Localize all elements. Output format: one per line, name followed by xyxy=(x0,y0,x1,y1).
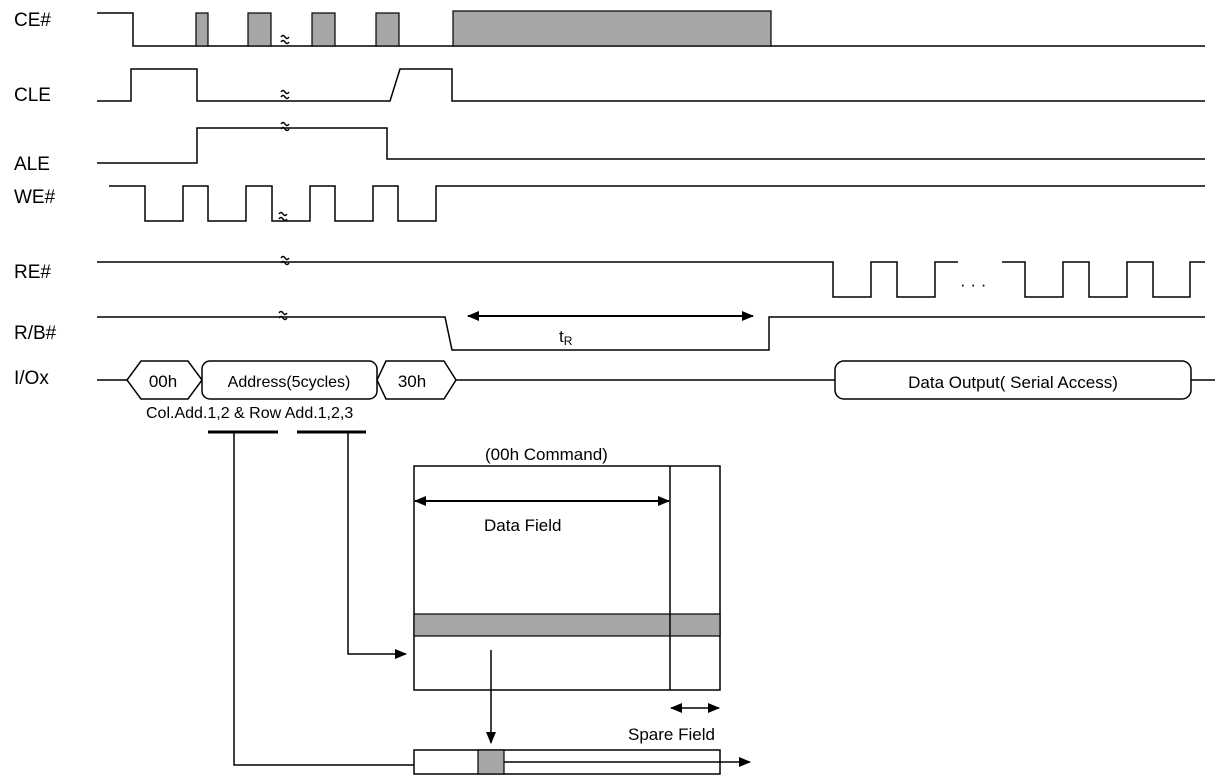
re-waveform: · · · xyxy=(97,261,1205,298)
ce-waveform xyxy=(97,10,1205,47)
page-map-title: (00h Command) xyxy=(485,445,608,464)
cle-waveform xyxy=(97,68,1205,102)
page-map-box xyxy=(413,465,721,691)
io-cmd-00h-label: 00h xyxy=(149,372,177,391)
spare-field-label: Spare Field xyxy=(628,725,715,744)
ce-busy-block xyxy=(452,10,772,47)
we-waveform xyxy=(109,185,1205,222)
ce-pulse xyxy=(195,12,209,47)
ce-pulse xyxy=(311,12,336,47)
register-selected-byte xyxy=(477,749,505,775)
signal-label-re: RE# xyxy=(14,262,51,283)
ce-pulse xyxy=(247,12,272,47)
rb-waveform xyxy=(97,316,1205,351)
data-field-label: Data Field xyxy=(484,516,561,535)
signal-label-ale: ALE xyxy=(14,154,50,175)
signal-label-ce: CE# xyxy=(14,10,51,31)
re-ellipsis: · · · xyxy=(960,275,986,294)
signal-label-rb: R/B# xyxy=(14,323,57,344)
ale-waveform xyxy=(97,127,1205,164)
page-map-selected-row xyxy=(413,613,721,637)
row-address-arrow xyxy=(347,432,407,659)
break-marks xyxy=(278,34,290,321)
signal-label-cle: CLE xyxy=(14,85,51,106)
address-caption: Col.Add.1,2 & Row Add.1,2,3 xyxy=(146,405,353,422)
ce-pulse xyxy=(375,12,400,47)
signal-label-io: I/Ox xyxy=(14,368,49,389)
tr-label: tR xyxy=(559,327,573,348)
io-data-output-label: Data Output( Serial Access) xyxy=(908,373,1118,392)
col-address-arrow xyxy=(233,432,474,770)
io-cmd-30h-label: 30h xyxy=(398,372,426,391)
io-address-label: Address(5cycles) xyxy=(228,374,351,391)
io-bus: 00h Address(5cycles) 30h Data Output( Se… xyxy=(97,360,1215,400)
signal-label-we: WE# xyxy=(14,187,56,208)
